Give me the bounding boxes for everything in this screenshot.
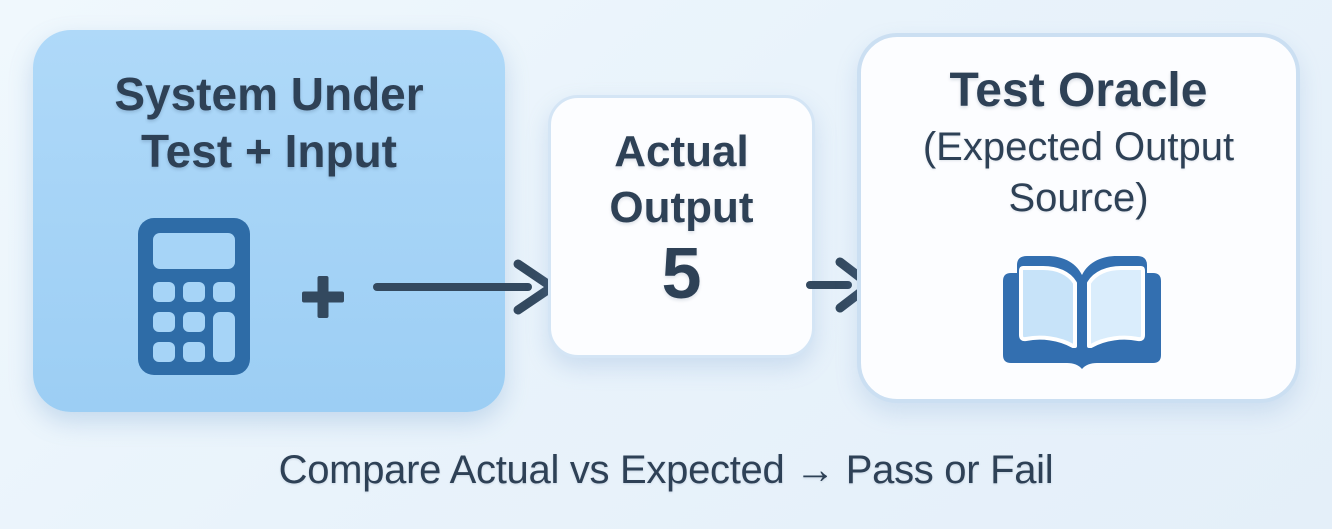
oracle-title: Test Oracle [949,64,1208,117]
calculator-icon [138,218,250,375]
actual-output-title: Actual Output [609,127,754,232]
actual-output-value: 5 [661,233,702,314]
test-oracle-box: Test Oracle (Expected Output Source) [857,33,1300,403]
oracle-subtitle: (Expected Output Source) [922,125,1235,221]
compare-caption: Compare Actual vs Expected → Pass or Fai… [278,448,1054,492]
system-under-test-box: System Under Test + Input [33,30,505,412]
sut-title: System Under Test + Input [114,68,424,178]
plus-icon [299,273,347,321]
flow-arrow-1-right-arrow-icon [372,255,562,319]
open-book-icon [997,251,1167,373]
actual-output-box: Actual Output 5 [548,95,815,358]
